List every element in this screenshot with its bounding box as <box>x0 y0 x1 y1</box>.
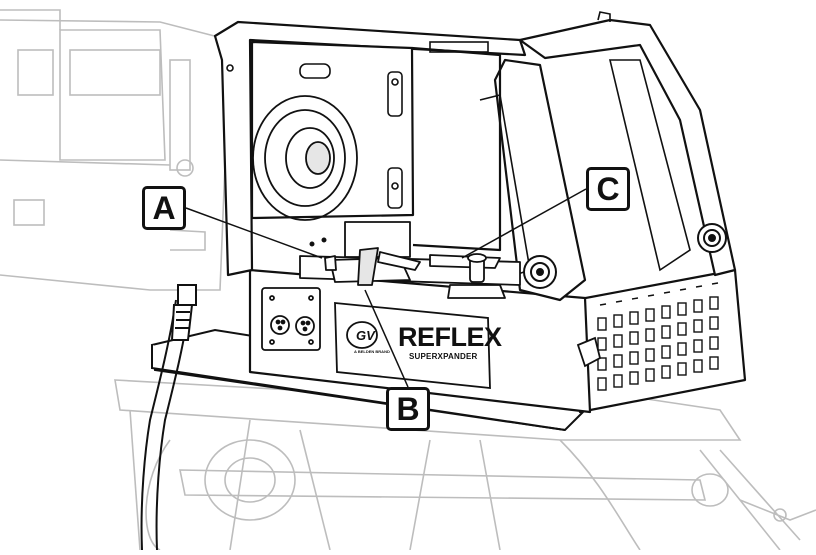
vent-tick <box>599 303 607 306</box>
housing <box>213 18 747 414</box>
vent-tick <box>679 288 687 291</box>
vent-slot <box>709 296 719 310</box>
xlr-connector-panel <box>261 287 321 351</box>
brand-name: REFLEX <box>398 322 502 352</box>
vent-slot <box>645 368 655 382</box>
callout-b: B <box>386 387 430 431</box>
vent-slot <box>613 314 623 328</box>
cable <box>140 284 197 551</box>
side-knobs <box>523 223 727 289</box>
vent-slot <box>709 316 719 330</box>
vent-tick <box>711 282 719 285</box>
interior-mechanism <box>299 221 521 299</box>
vent-slot <box>629 351 639 365</box>
vent-slot <box>597 357 607 371</box>
ghost-camera <box>0 9 231 291</box>
brand-plate <box>334 302 491 390</box>
vent-slot <box>677 342 687 356</box>
vent-slot <box>629 371 639 385</box>
vent-slot <box>613 354 623 368</box>
ghost-tripod <box>114 379 816 551</box>
maker-text: A BELDEN BRAND <box>354 349 390 354</box>
vent-tick <box>695 285 703 288</box>
vent-slot <box>693 339 703 353</box>
vent-slot <box>645 348 655 362</box>
callout-c: C <box>586 167 630 211</box>
model-name: SUPERXPANDER <box>409 352 478 361</box>
vent-slot <box>677 302 687 316</box>
vent-slot <box>597 317 607 331</box>
vent-slot <box>661 365 671 379</box>
vent-slot <box>629 311 639 325</box>
callout-a: A <box>142 186 186 230</box>
frame-details <box>226 11 691 277</box>
vent-slot <box>661 305 671 319</box>
vent-slot <box>613 334 623 348</box>
vent-slot <box>709 356 719 370</box>
leader-line-a <box>185 207 323 259</box>
vent-slot <box>677 322 687 336</box>
vent-slot <box>693 359 703 373</box>
vent-grid <box>597 282 719 391</box>
vent-slot <box>693 299 703 313</box>
side-latch <box>576 336 602 368</box>
vent-slot <box>661 325 671 339</box>
vent-slot <box>693 319 703 333</box>
vent-tick <box>647 294 655 297</box>
vent-slot <box>629 331 639 345</box>
lens-port <box>252 95 358 221</box>
vent-slot <box>677 362 687 376</box>
vent-tick <box>663 291 671 294</box>
leader-line-c <box>461 188 587 259</box>
logo-mark: GV <box>356 328 376 343</box>
leader-line-b <box>364 289 409 388</box>
vent-slot <box>613 374 623 388</box>
vent-slot <box>597 337 607 351</box>
vent-slot <box>709 336 719 350</box>
leader-lines <box>185 188 587 388</box>
vent-tick <box>631 297 639 300</box>
vent-slot <box>597 377 607 391</box>
vent-slot <box>661 345 671 359</box>
vent-tick <box>615 300 623 303</box>
vent-slot <box>645 308 655 322</box>
vent-slot <box>645 328 655 342</box>
